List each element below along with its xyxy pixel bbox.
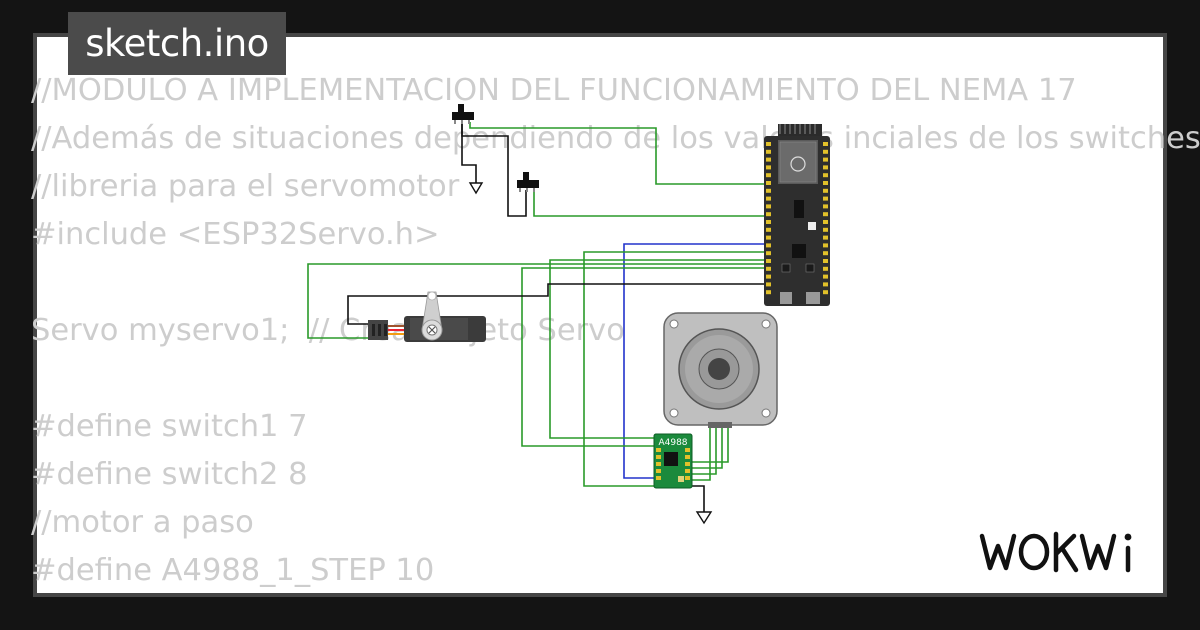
header-pin <box>823 282 828 287</box>
driver-label: A4988 <box>658 438 687 448</box>
wire <box>461 122 477 183</box>
header-pin <box>823 290 828 295</box>
header-pin <box>823 243 828 248</box>
header-pin <box>766 282 771 287</box>
header-pin <box>823 181 828 185</box>
header-pin <box>766 274 771 279</box>
ground-icon <box>695 511 713 525</box>
header-pin <box>823 188 828 193</box>
file-tab[interactable]: sketch.ino <box>68 12 286 75</box>
header-pin <box>823 165 828 170</box>
wire <box>690 422 711 481</box>
code-line: #define switch2 8 <box>31 457 308 492</box>
header-pin <box>823 149 828 154</box>
header-pin <box>823 212 828 217</box>
header-pin <box>823 266 828 271</box>
header-pin <box>766 266 771 271</box>
code-line: //libreria para el servomotor <box>31 169 460 204</box>
wire <box>549 259 766 439</box>
wire <box>623 243 766 479</box>
header-pin <box>766 142 771 146</box>
code-editor: //MODULO A IMPLEMENTACION DEL FUNCIONAMI… <box>31 67 1200 595</box>
code-line: #define A4988_1_STEP 10 <box>31 553 435 588</box>
stepper-motor[interactable] <box>663 312 778 428</box>
header-pin <box>766 196 771 201</box>
esp32-board[interactable] <box>764 124 830 306</box>
header-pin <box>766 235 771 240</box>
header-pin <box>823 259 828 263</box>
wokwi-logo <box>979 531 1132 573</box>
header-pin <box>823 220 828 224</box>
slide-switch-1[interactable] <box>452 104 474 124</box>
servo-motor[interactable] <box>368 291 486 342</box>
header-pin <box>766 181 771 185</box>
code-line: //motor a paso <box>31 505 254 540</box>
header-pin <box>766 243 771 248</box>
code-line: #define switch1 7 <box>31 409 308 444</box>
wire <box>347 283 766 325</box>
header-pin <box>766 204 771 209</box>
wire <box>533 190 766 217</box>
header-pin <box>823 235 828 240</box>
header-pin <box>823 142 828 146</box>
header-pin <box>766 157 771 162</box>
header-pin <box>766 188 771 193</box>
header-pin <box>766 149 771 154</box>
code-line: //MODULO A IMPLEMENTACION DEL FUNCIONAMI… <box>31 73 1077 108</box>
header-pin <box>823 227 828 232</box>
header-pin <box>766 251 771 256</box>
header-pin <box>766 227 771 232</box>
a4988-driver[interactable]: A4988 <box>653 433 693 489</box>
header-pin <box>766 165 771 170</box>
wire <box>690 485 705 512</box>
preview-canvas <box>37 37 1163 593</box>
header-pin <box>766 259 771 263</box>
wire <box>469 122 766 185</box>
wire <box>583 251 766 487</box>
header-pin <box>766 290 771 295</box>
header-pin <box>823 274 828 279</box>
ground-icon <box>468 182 484 195</box>
header-pin <box>823 204 828 209</box>
header-pin <box>766 220 771 224</box>
wire <box>690 422 723 469</box>
code-line: //Además de situaciones dependiendo de l… <box>31 121 1200 156</box>
slide-switch-2[interactable] <box>517 172 539 192</box>
code-line: #include <ESP32Servo.h> <box>31 217 440 252</box>
wire <box>690 422 717 475</box>
header-pin <box>823 251 828 256</box>
header-pin <box>823 173 828 178</box>
wire <box>690 422 729 463</box>
header-pin <box>823 157 828 162</box>
header-pin <box>766 212 771 217</box>
wire <box>521 267 766 447</box>
header-pin <box>766 173 771 178</box>
wire <box>307 263 766 339</box>
wire <box>461 122 527 217</box>
header-pin <box>823 196 828 201</box>
